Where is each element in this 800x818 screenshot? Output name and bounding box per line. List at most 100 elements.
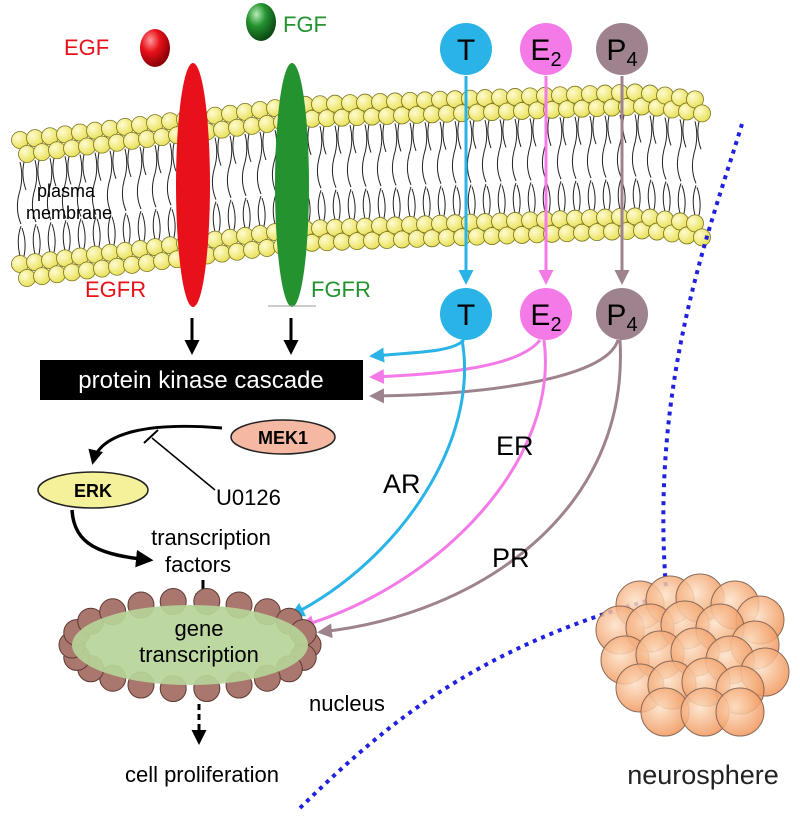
lipid-tail	[441, 187, 446, 216]
lipid-tail	[651, 181, 656, 210]
lipid-head	[693, 228, 711, 247]
lipid-tail	[97, 152, 102, 181]
lipid-tail	[456, 187, 461, 216]
nucleus	[72, 605, 308, 685]
lipid-tail	[121, 148, 128, 212]
lipid-tail	[421, 122, 428, 185]
ar-path-arrow	[289, 339, 467, 617]
lipid-head	[63, 263, 81, 282]
erk-node	[37, 471, 149, 509]
lipid-tail	[156, 210, 161, 240]
lipid-tail	[471, 186, 476, 215]
lipid-tail	[472, 120, 477, 149]
lipid-tail	[216, 203, 221, 232]
lipid-tail	[697, 121, 702, 150]
lipid-tail	[167, 207, 172, 238]
lipid-tail	[37, 160, 42, 189]
lipid-tail	[51, 224, 56, 253]
lipid-head	[693, 104, 711, 123]
lipid-tail	[517, 118, 522, 148]
lipid-head	[18, 269, 36, 287]
lipid-tail	[367, 124, 372, 153]
lipid-tail	[407, 186, 412, 217]
lipid-tail	[137, 210, 142, 242]
lipid-tail	[336, 191, 341, 220]
lipid-tail	[31, 160, 38, 223]
lipid-tail	[412, 122, 417, 152]
t-hormone-inside: T	[440, 288, 492, 340]
lipid-tail	[226, 135, 233, 198]
lipid-tail	[111, 216, 116, 245]
lipid-tail	[112, 150, 117, 179]
lipid-tail	[362, 188, 367, 219]
lipid-tail	[637, 114, 642, 143]
lipid-tail	[592, 116, 597, 145]
svg-text:P4: P4	[606, 299, 637, 336]
lipid-head	[33, 143, 51, 162]
lipid-head	[123, 131, 141, 150]
lipid-head	[153, 128, 171, 147]
lipid-tail	[172, 143, 177, 172]
svg-text:T: T	[457, 299, 475, 332]
lipid-tail	[231, 201, 236, 230]
lipid-tail	[632, 178, 637, 209]
t-hormone-outside: T	[440, 23, 492, 75]
membrane-label: membrane	[26, 203, 112, 223]
transcription-gene-label: transcription	[139, 642, 259, 667]
lipid-head	[258, 115, 276, 133]
fgf-label: FGF	[283, 12, 327, 37]
lipid-tail	[601, 115, 608, 178]
lipid-tail	[481, 119, 488, 183]
lipid-tail	[667, 117, 672, 146]
lipid-tail	[361, 124, 368, 187]
er-path-arrow	[299, 339, 547, 630]
lipid-tail	[662, 181, 667, 212]
lipid-tail	[591, 181, 596, 211]
lipid-head	[63, 139, 81, 158]
cell-proliferation-label: cell proliferation	[125, 762, 279, 787]
lipid-tail	[317, 190, 322, 221]
lipid-tail	[547, 117, 552, 146]
lipid-tail	[106, 150, 113, 213]
lipid-tail	[346, 125, 353, 188]
lipid-tail	[381, 189, 386, 219]
lipid-head	[48, 265, 66, 284]
lipid-tail	[427, 122, 432, 151]
e2-to-cascade-arrow	[369, 339, 542, 385]
lipid-tail	[516, 184, 521, 214]
lipid-tail	[166, 143, 173, 206]
lipid-tail	[122, 212, 127, 243]
lipid-head	[243, 116, 261, 135]
lipid-tail	[92, 216, 97, 247]
lipid-head	[686, 214, 704, 233]
lipid-head	[228, 118, 246, 137]
mek1-label: MEK1	[258, 428, 308, 448]
lipid-tail	[482, 183, 487, 215]
u0126-inhibition-line	[151, 437, 216, 491]
lipid-tail	[526, 118, 533, 181]
p4-hormone-inside: P4	[596, 288, 648, 340]
lipid-head	[686, 90, 704, 109]
lipid-tail	[21, 227, 26, 257]
lipid-tail	[497, 183, 502, 214]
pr-label: PR	[492, 543, 530, 573]
lipid-head	[33, 267, 51, 286]
neurosphere-cluster	[595, 573, 790, 737]
lipid-tail	[76, 154, 83, 217]
fgfr-label: FGFR	[311, 277, 371, 302]
lipid-tail	[681, 185, 686, 214]
lipid-tail	[316, 126, 323, 189]
svg-text:P4: P4	[606, 34, 637, 71]
lipid-tail	[77, 218, 82, 249]
lipid-tail	[151, 145, 158, 208]
lipid-tail	[577, 116, 582, 145]
lipid-tail	[392, 187, 397, 218]
lipid-head	[108, 257, 126, 276]
nucleus-label: nucleus	[309, 691, 385, 716]
lipid-head	[78, 137, 96, 156]
lipid-tail	[242, 197, 247, 228]
lipid-tail	[256, 131, 263, 195]
svg-text:E2: E2	[530, 34, 561, 71]
lipid-tail	[666, 183, 671, 212]
